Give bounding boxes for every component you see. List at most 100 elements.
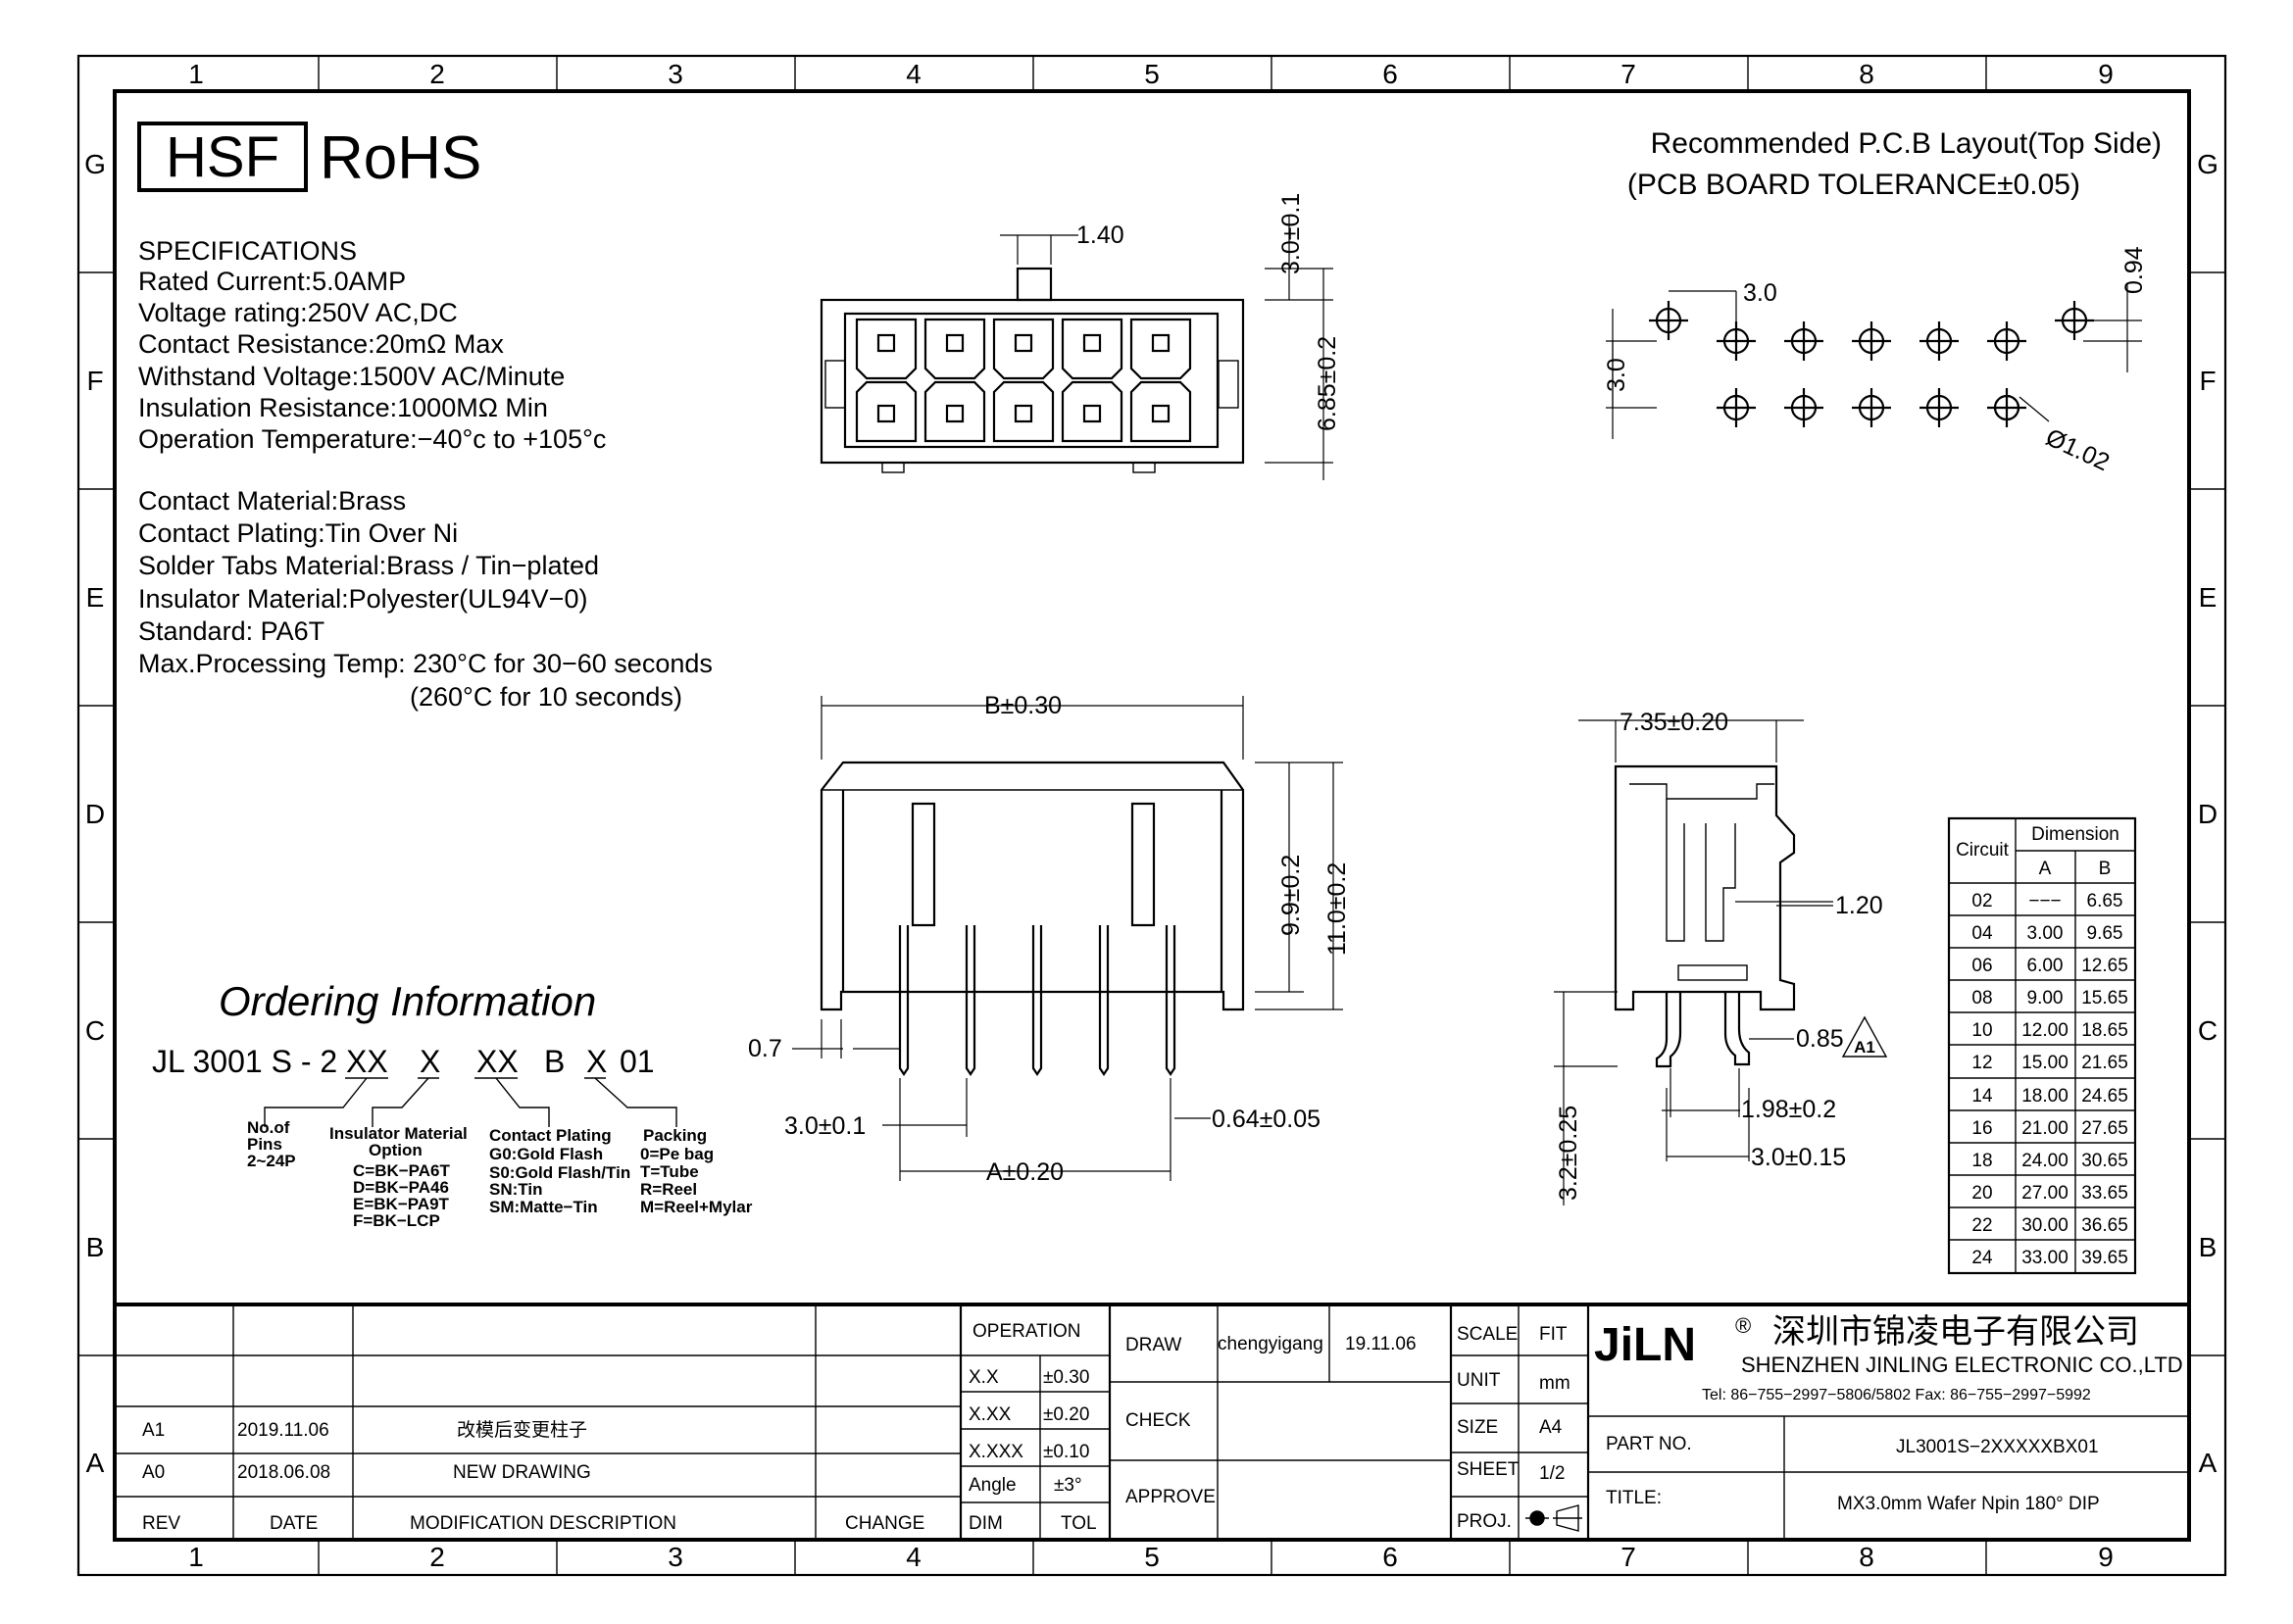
table-header-a: A: [2039, 859, 2052, 879]
pcb-title-line2: (PCB BOARD TOLERANCE±0.05): [1627, 169, 2080, 201]
order-pins-label: Pins: [247, 1135, 282, 1154]
part-no-label: PART NO.: [1606, 1434, 1692, 1454]
zone-col-label: 8: [1859, 59, 1874, 89]
pcb-hole: [1784, 321, 1823, 361]
pcb-hole-pattern: [1649, 301, 2094, 427]
zone-col-label: 7: [1620, 59, 1636, 89]
spec-line: Operation Temperature:−40°c to +105°c: [138, 424, 606, 454]
zone-col-label: 9: [2098, 59, 2114, 89]
operation-row: X.XXX: [969, 1442, 1023, 1462]
material-line: Insulator Material:Polyester(UL94V−0): [138, 584, 587, 614]
material-line: (260°C for 10 seconds): [410, 682, 682, 712]
order-packing-option: T=Tube: [640, 1162, 699, 1181]
spec-line: Withstand Voltage:1500V AC/Minute: [138, 362, 565, 391]
side-dim-9-9: 9.9±0.2: [1277, 855, 1305, 936]
pcb-hole: [1987, 388, 2026, 427]
svg-text:33.65: 33.65: [2081, 1183, 2128, 1204]
zone-row-label: C: [85, 1015, 105, 1046]
table-header-b: B: [2099, 859, 2112, 879]
material-line: Standard: PA6T: [138, 616, 324, 646]
table-header-dimension: Dimension: [2031, 824, 2119, 845]
zone-row-label: F: [2199, 366, 2216, 396]
side-dim-b: B±0.30: [984, 692, 1062, 719]
operation-row: X.X: [969, 1367, 999, 1388]
zone-col-label: 3: [668, 1542, 683, 1572]
sheet-label: SHEET: [1457, 1459, 1520, 1480]
order-plating-option: S0:Gold Flash/Tin: [489, 1163, 630, 1182]
svg-text:30.65: 30.65: [2081, 1151, 2128, 1171]
zone-col-label: 3: [668, 59, 683, 89]
svg-text:−−−: −−−: [2028, 891, 2061, 911]
pcb-hole: [1852, 321, 1891, 361]
svg-text:30.00: 30.00: [2021, 1215, 2069, 1236]
zone-row-label: D: [85, 799, 105, 829]
operation-dim: DIM: [969, 1513, 1003, 1534]
pcb-hole-dim: Ø1.02: [2041, 423, 2114, 476]
change-header: CHANGE: [845, 1513, 924, 1534]
pcb-hole: [1987, 321, 2026, 361]
front-dim-6-85: 6.85±0.2: [1314, 336, 1341, 431]
operation-title: OPERATION: [972, 1321, 1081, 1342]
svg-text:36.65: 36.65: [2081, 1215, 2128, 1236]
svg-text:9.65: 9.65: [2087, 923, 2123, 944]
order-code-insulator: X: [420, 1044, 440, 1079]
table-row: 04 3.00 9.65: [1971, 923, 2122, 944]
svg-text:24: 24: [1971, 1248, 1993, 1268]
order-insulator-option: E=BK−PA9T: [353, 1195, 450, 1213]
rev-description: 改模后变更柱子: [457, 1419, 587, 1441]
order-pins-range: 2~24P: [247, 1152, 296, 1170]
projection-label: PROJ.: [1457, 1511, 1512, 1532]
svg-text:21.65: 21.65: [2081, 1053, 2128, 1073]
pcb-row-dim: 3.0: [1603, 358, 1630, 392]
title-label: TITLE:: [1606, 1488, 1662, 1508]
title-value: MX3.0mm Wafer Npin 180° DIP: [1837, 1494, 2100, 1514]
zone-row-label: E: [86, 582, 105, 613]
operation-tol: ±0.20: [1043, 1404, 1089, 1425]
zone-col-label: 9: [2098, 1542, 2114, 1572]
zone-row-label: G: [84, 149, 106, 179]
table-header-circuit: Circuit: [1956, 840, 2010, 861]
table-row: 02−−−6.65: [1971, 891, 2122, 911]
spec-line: Insulation Resistance:1000MΩ Min: [138, 393, 548, 422]
title-block: A1 2019.11.06 改模后变更柱子 A0 2018.06.08 NEW …: [115, 1303, 2189, 1540]
order-pins-label: No.of: [247, 1118, 290, 1137]
pcb-layout-title: Recommended P.C.B Layout(Top Side) (PCB …: [1627, 127, 2162, 201]
zone-row-label: C: [2198, 1015, 2218, 1046]
company-name-en: SHENZHEN JINLING ELECTRONIC CO.,LTD: [1741, 1353, 2183, 1377]
operation-row: Angle: [969, 1475, 1017, 1496]
draw-date: 19.11.06: [1345, 1334, 1417, 1354]
zone-row-label: B: [2199, 1232, 2218, 1262]
front-view: [820, 216, 1333, 480]
rev-date: 2019.11.06: [237, 1420, 329, 1441]
svg-text:15.00: 15.00: [2021, 1053, 2069, 1073]
ordering-title: Ordering Information: [219, 978, 596, 1024]
svg-text:3.00: 3.00: [2027, 923, 2064, 944]
svg-text:18: 18: [1971, 1151, 1992, 1171]
end-dim-7-35: 7.35±0.20: [1620, 709, 1728, 736]
pcb-hole: [1993, 394, 2020, 421]
svg-text:16: 16: [1971, 1118, 1992, 1139]
zone-row-label: G: [2197, 149, 2218, 179]
svg-text:18.65: 18.65: [2081, 1020, 2128, 1041]
order-packing-option: 0=Pe bag: [640, 1145, 714, 1163]
material-line: Max.Processing Temp: 230°C for 30−60 sec…: [138, 649, 713, 678]
svg-text:04: 04: [1971, 923, 1993, 944]
order-packing-option: M=Reel+Mylar: [640, 1198, 753, 1216]
zone-col-label: 8: [1859, 1542, 1874, 1572]
end-dim-1-98: 1.98±0.2: [1741, 1096, 1836, 1123]
order-plating-title: Contact Plating: [489, 1126, 612, 1145]
zone-row-label: B: [86, 1232, 105, 1262]
side-dim-3-0: 3.0±0.1: [784, 1112, 866, 1140]
svg-text:27.65: 27.65: [2081, 1118, 2128, 1139]
svg-text:6.65: 6.65: [2087, 891, 2123, 911]
scale-label: SCALE: [1457, 1324, 1518, 1345]
scale-value: FIT: [1539, 1324, 1568, 1345]
front-dim-1-40: 1.40: [1076, 221, 1124, 249]
order-insulator-option: D=BK−PA46: [353, 1178, 449, 1197]
zone-col-label: 1: [188, 1542, 204, 1572]
side-dim-0-7: 0.7: [748, 1035, 782, 1062]
